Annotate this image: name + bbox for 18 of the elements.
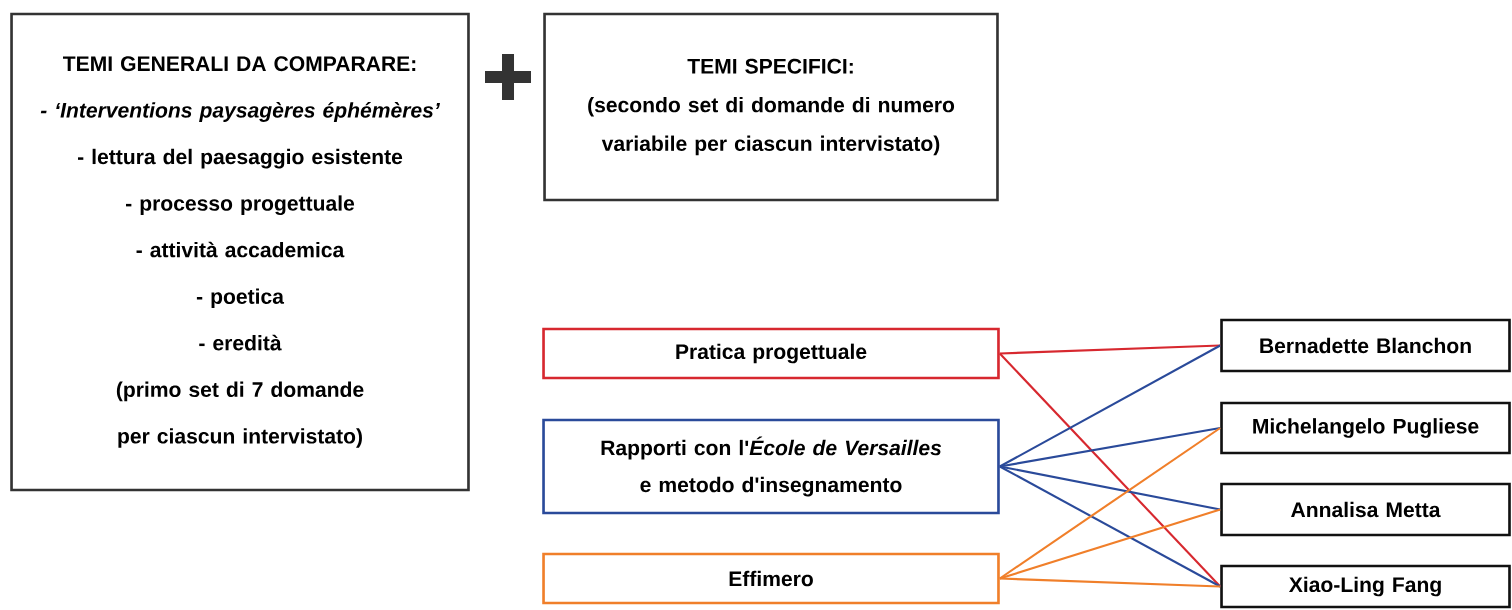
topic-box: TEMI GENERALI DA COMPARARE: - ‘Interventions paysagères éphémères’ - lettura del paesaggio esistente - processo progettuale - attività accademica - poetica - eredità (primo set di 7 domande per ciascun intervistato) [10,12,470,492]
connector-line [999,344,1221,468]
interviewee-box: Annalisa Metta [1220,482,1511,537]
theme-box: Rapporti con l'École de Versailles e metodo d'insegnamento [542,418,1000,515]
connector-line [999,352,1221,588]
connector-line [999,427,1221,580]
theme-box: Pratica progettuale [542,327,1000,380]
connector-line [999,426,1221,468]
connector-line [999,465,1221,588]
connector-line [999,465,1221,511]
theme-box: Effimero [542,552,1000,605]
interviewee-box: Michelangelo Pugliese [1220,401,1511,455]
connector-line [999,577,1221,588]
interviewee-box: Bernadette Blanchon [1220,318,1511,373]
topic-box: TEMI SPECIFICI: (secondo set di domande di numero variabile per ciascun intervistato) [543,12,999,202]
connector-line [999,508,1221,580]
interviewee-box: Xiao-Ling Fang [1220,564,1511,609]
connector-line [999,344,1221,355]
